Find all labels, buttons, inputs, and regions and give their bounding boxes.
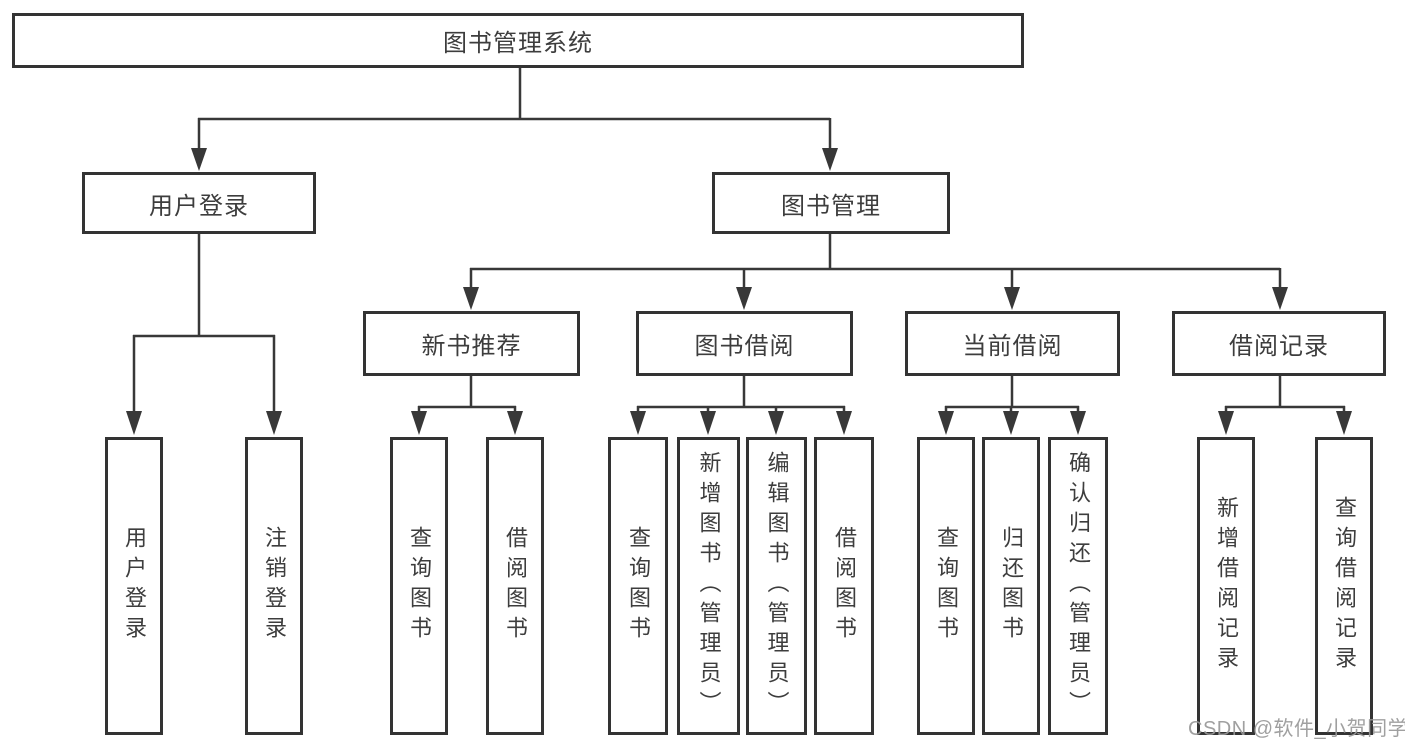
leaf-label: 确认归还（管理员） [1066, 451, 1091, 721]
node-book-management-module: 图书管理 [712, 172, 950, 234]
leaf-logout: 注销登录 [245, 437, 303, 735]
leaf-add-borrow-record: 新增借阅记录 [1197, 437, 1255, 735]
leaf-confirm-return-admin: 确认归还（管理员） [1048, 437, 1108, 735]
leaf-label: 新增借阅记录 [1214, 496, 1239, 676]
leaf-query-borrow-record: 查询借阅记录 [1315, 437, 1373, 735]
node-new-book-recommend: 新书推荐 [363, 311, 580, 376]
leaf-label: 查询图书 [934, 526, 959, 646]
leaf-add-books-admin: 新增图书（管理员） [677, 437, 740, 735]
leaf-label: 查询图书 [407, 526, 432, 646]
leaf-query-books-borrow: 查询图书 [608, 437, 668, 735]
leaf-label: 借阅图书 [832, 526, 857, 646]
leaf-query-books-current: 查询图书 [917, 437, 975, 735]
leaf-borrow-books: 借阅图书 [814, 437, 874, 735]
tree-edges [132, 67, 1346, 414]
leaf-borrow-books-recommend: 借阅图书 [486, 437, 544, 735]
leaf-label: 归还图书 [999, 526, 1024, 646]
leaf-label: 用户登录 [122, 526, 147, 646]
arrow-down-icons [126, 148, 1352, 435]
csdn-watermark: CSDN @软件_小贺同学 [1188, 718, 1405, 740]
leaf-label: 借阅图书 [503, 526, 528, 646]
leaf-edit-books-admin: 编辑图书（管理员） [746, 437, 807, 735]
leaf-label: 查询借阅记录 [1332, 496, 1357, 676]
leaf-label: 编辑图书（管理员） [764, 451, 790, 721]
leaf-query-books-recommend: 查询图书 [390, 437, 448, 735]
node-borrow-records: 借阅记录 [1172, 311, 1386, 376]
node-current-borrow: 当前借阅 [905, 311, 1120, 376]
leaf-return-books: 归还图书 [982, 437, 1040, 735]
leaf-label: 新增图书（管理员） [696, 451, 722, 721]
leaf-label: 注销登录 [262, 526, 287, 646]
leaf-user-login: 用户登录 [105, 437, 163, 735]
node-book-borrow: 图书借阅 [636, 311, 853, 376]
node-user-login-module: 用户登录 [82, 172, 316, 234]
leaf-label: 查询图书 [626, 526, 651, 646]
node-library-management-system: 图书管理系统 [12, 13, 1024, 68]
